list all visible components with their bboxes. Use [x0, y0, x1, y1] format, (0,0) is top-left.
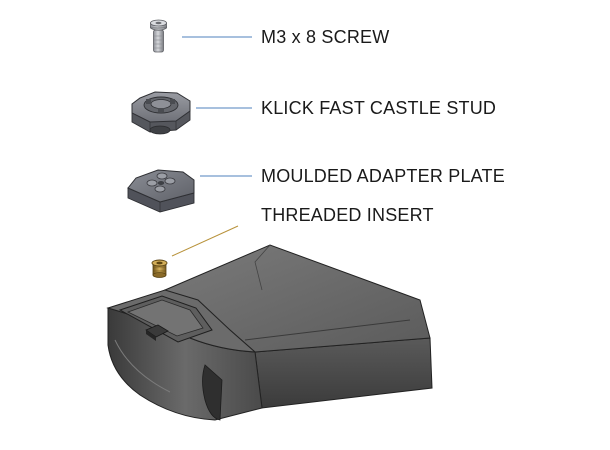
threaded-insert-label: THREADED INSERT — [261, 205, 434, 225]
castle-stud-label: KLICK FAST CASTLE STUD — [261, 98, 497, 118]
threaded-insert-leader-line — [171, 225, 239, 257]
adapter-plate-label: MOULDED ADAPTER PLATE — [261, 166, 505, 186]
screw-part — [150, 19, 167, 53]
adapter-plate-part — [127, 169, 195, 213]
castle-stud-part — [131, 91, 191, 135]
screw-label: M3 x 8 SCREW — [261, 27, 390, 47]
housing-part — [106, 244, 433, 421]
threaded-insert-part — [151, 259, 168, 278]
